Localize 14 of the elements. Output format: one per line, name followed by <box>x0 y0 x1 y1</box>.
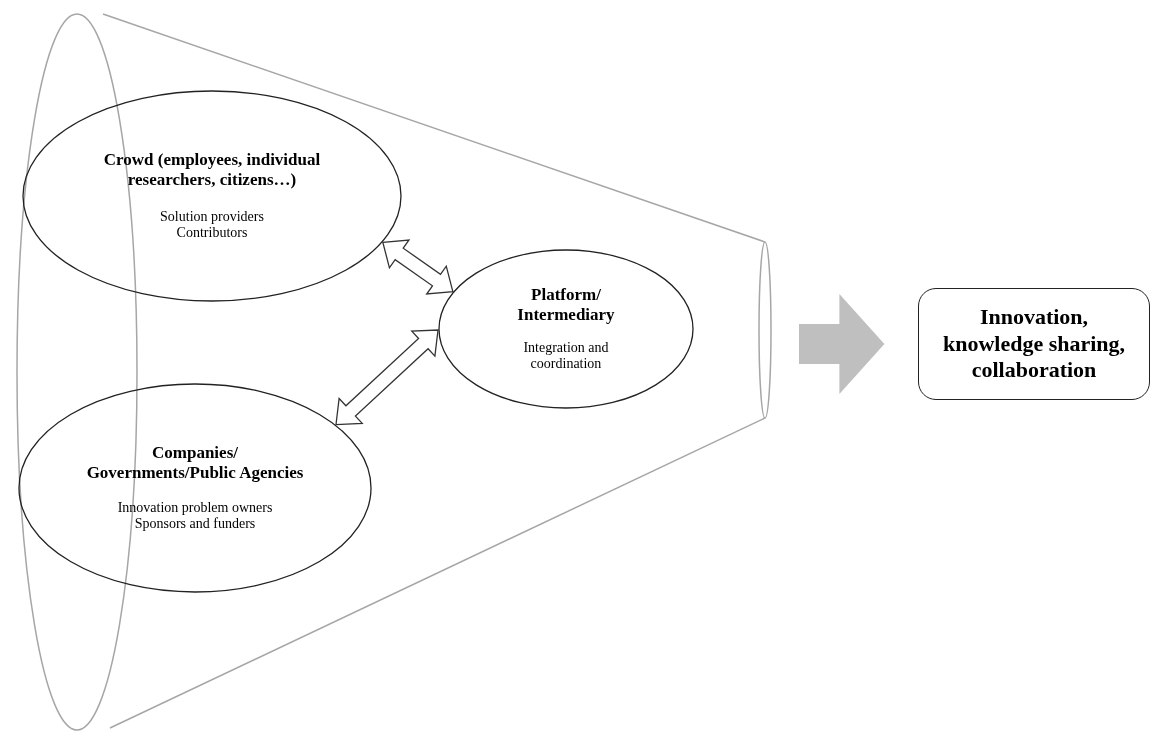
group-title: Crowd (employees, individual researchers, citizens…) <box>102 149 322 191</box>
group-ellipse <box>18 383 372 593</box>
role-text: Integration and coordination <box>522 339 610 374</box>
block-arrow <box>799 294 885 394</box>
role-text: Innovation problem owners Sponsors and funders <box>116 499 274 534</box>
group-title: Platform/ Intermediary <box>516 284 616 326</box>
double-arrow <box>382 239 454 295</box>
platform-ellipse <box>438 249 694 409</box>
role-text: Solution providers Contributors <box>159 208 265 243</box>
outcome-text: Innovation, knowledge sharing, collaboration <box>941 304 1127 384</box>
outcome-box <box>918 288 1150 400</box>
double-arrow <box>335 329 439 426</box>
group-title: Companies/ Governments/Public Agencies <box>85 442 305 484</box>
group-ellipse <box>22 90 402 302</box>
